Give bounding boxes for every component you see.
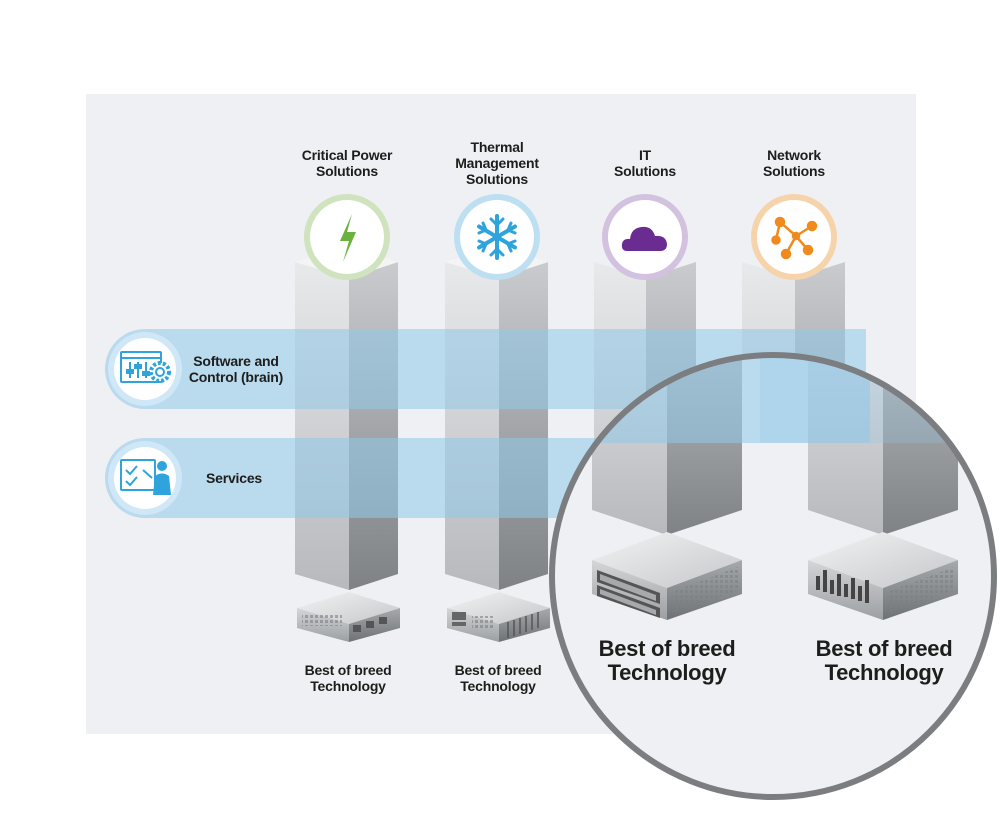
band-label-services: Services <box>205 470 262 486</box>
lightning-bolt-icon <box>340 214 356 262</box>
band-services <box>105 438 620 518</box>
band-label-software-control: Software and Control (brain) <box>188 353 284 385</box>
badge-thermal <box>454 194 540 280</box>
column-footer-critical-power: Best of breed Technology <box>304 662 392 694</box>
pillar-critical-power <box>295 246 398 590</box>
presenter-checklist-icon <box>120 459 171 495</box>
control-sliders-gear-icon <box>120 351 171 383</box>
column-title-critical-power: Critical Power Solutions <box>301 147 393 179</box>
column-title-network: Network Solutions <box>763 147 825 179</box>
badge-network <box>751 194 837 280</box>
badge-critical-power <box>304 194 390 280</box>
snowflake-icon <box>477 214 517 260</box>
column-icon-badges <box>304 194 837 280</box>
hardware-box-power <box>297 592 400 642</box>
cloud-icon <box>621 226 667 251</box>
zoom-magnifier <box>549 352 997 800</box>
column-footer-thermal: Best of breed Technology <box>454 662 542 694</box>
hardware-box-thermal <box>447 592 550 642</box>
pillar-thermal <box>445 246 548 590</box>
column-title-it: IT Solutions <box>614 147 676 179</box>
network-nodes-icon <box>771 216 818 260</box>
zoom-footer-it: Best of breed Technology <box>598 636 736 685</box>
column-title-thermal: Thermal Management Solutions <box>455 139 539 187</box>
zoom-footer-network: Best of breed Technology <box>815 636 953 685</box>
badge-it <box>602 194 688 280</box>
